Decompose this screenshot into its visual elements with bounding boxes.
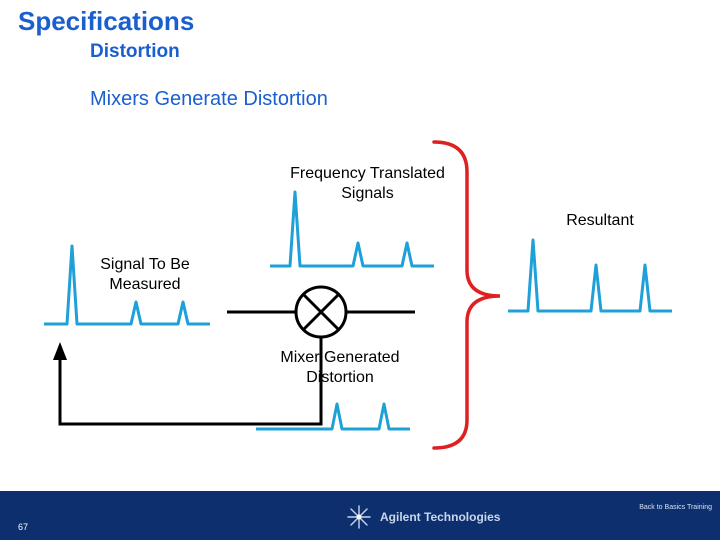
page-number: 67 <box>18 522 29 532</box>
spectrum-signal-to-measure <box>44 244 210 326</box>
spectrum-resultant <box>508 238 672 313</box>
section-heading: Mixers Generate Distortion <box>90 88 328 110</box>
footer-course-title: Back to Basics Training <box>639 504 712 511</box>
brand-name: Agilent Technologies <box>380 510 501 524</box>
label-resultant: Resultant <box>566 212 634 229</box>
page-subtitle: Distortion <box>90 41 180 62</box>
spectrum-mixer-distortion <box>256 402 410 431</box>
label-signal-to-measure: Signal To Be Measured <box>100 256 190 293</box>
label-mixer-generated: Mixer Generated Distortion <box>280 349 400 386</box>
page-title: Specifications <box>18 6 195 36</box>
spectrum-frequency-translated <box>270 190 434 268</box>
mixer-icon <box>227 285 415 339</box>
label-frequency-translated: Frequency Translated Signals <box>290 165 445 202</box>
resultant-bracket <box>432 140 501 450</box>
agilent-spark-icon <box>347 505 371 529</box>
feedback-arrow <box>53 337 323 426</box>
mixer-distortion-diagram <box>44 140 672 450</box>
